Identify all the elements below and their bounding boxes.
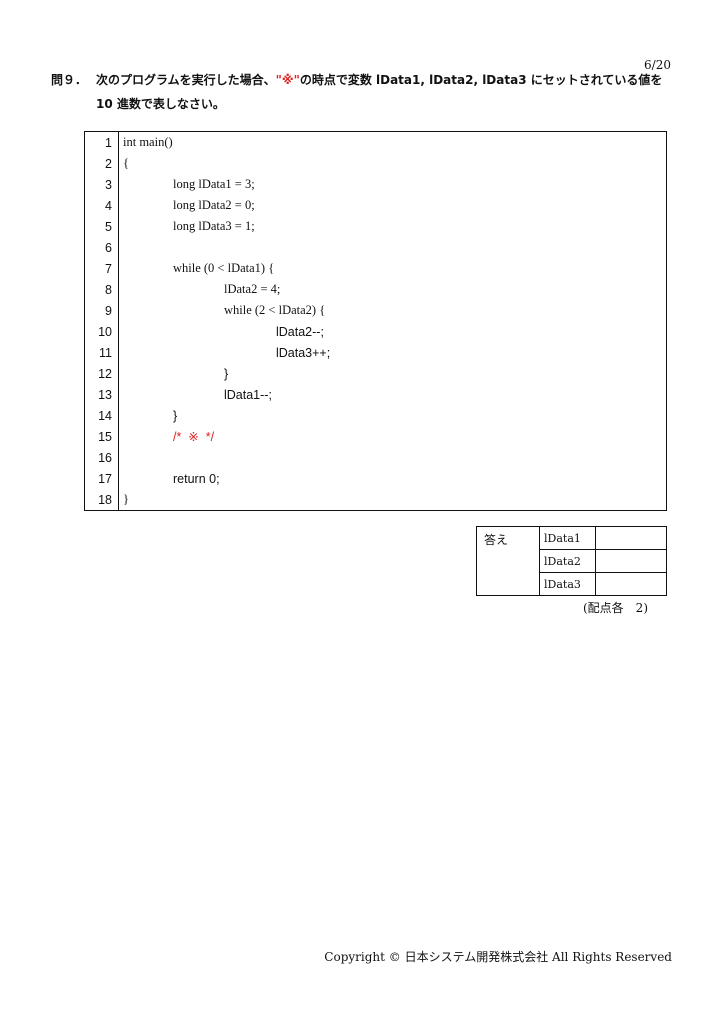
code-line: int main() — [118, 131, 667, 153]
code-row: 2{ — [84, 153, 667, 174]
line-number: 17 — [84, 468, 119, 489]
marker-comment: /* ※ */ — [118, 426, 667, 447]
question-number: 問９． — [51, 73, 88, 87]
code-line: lData2 = 4; — [118, 279, 667, 300]
line-number: 2 — [84, 153, 119, 174]
answer-var-label: lData3 — [539, 572, 596, 596]
code-line: while (0 < lData1) { — [118, 258, 667, 279]
code-line: } — [118, 489, 667, 511]
points-note: (配点各 2) — [583, 601, 648, 615]
code-row: 14} — [84, 405, 667, 426]
code-line — [118, 237, 667, 258]
code-line: lData1--; — [118, 384, 667, 405]
line-number: 5 — [84, 216, 119, 237]
line-number: 18 — [84, 489, 119, 511]
line-number: 6 — [84, 237, 119, 258]
answer-header: 答え — [476, 526, 540, 596]
line-number: 7 — [84, 258, 119, 279]
question-text-after: の時点で変数 lData1, lData2, lData3 にセットされている値… — [299, 73, 663, 87]
code-line: lData2--; — [118, 321, 667, 342]
line-number: 13 — [84, 384, 119, 405]
copyright: Copyright © 日本システム開発株式会社 All Rights Rese… — [324, 950, 672, 964]
answer-table: 答え lData1 lData2 lData3 — [476, 526, 667, 596]
line-number: 9 — [84, 300, 119, 321]
code-line: lData3++; — [118, 342, 667, 363]
code-row: 16 — [84, 447, 667, 468]
line-number: 10 — [84, 321, 119, 342]
line-number: 4 — [84, 195, 119, 216]
code-row: 15/* ※ */ — [84, 426, 667, 447]
code-line: long lData3 = 1; — [118, 216, 667, 237]
code-row: 6 — [84, 237, 667, 258]
question-marker: "※" — [275, 73, 300, 87]
line-number: 14 — [84, 405, 119, 426]
line-number: 8 — [84, 279, 119, 300]
code-line: long lData1 = 3; — [118, 174, 667, 195]
page-number: 6/20 — [644, 58, 671, 72]
line-number: 3 — [84, 174, 119, 195]
question-text: 次のプログラムを実行した場合、"※"の時点で変数 lData1, lData2,… — [96, 68, 681, 116]
code-row: 18} — [84, 489, 667, 511]
answer-field-ldata3[interactable] — [595, 572, 667, 596]
line-number: 16 — [84, 447, 119, 468]
answer-field-ldata2[interactable] — [595, 549, 667, 573]
code-line: while (2 < lData2) { — [118, 300, 667, 321]
code-line: { — [118, 153, 667, 174]
code-line: } — [118, 405, 667, 426]
code-line: } — [118, 363, 667, 384]
code-line: long lData2 = 0; — [118, 195, 667, 216]
line-number: 1 — [84, 131, 119, 153]
code-line — [118, 447, 667, 468]
answer-var-label: lData2 — [539, 549, 596, 573]
answer-var-label: lData1 — [539, 526, 596, 550]
code-line: return 0; — [118, 468, 667, 489]
line-number: 12 — [84, 363, 119, 384]
question-text-line2: 10 進数で表しなさい。 — [96, 97, 225, 111]
answer-field-ldata1[interactable] — [595, 526, 667, 550]
line-number: 11 — [84, 342, 119, 363]
line-number: 15 — [84, 426, 119, 447]
question-text-before: 次のプログラムを実行した場合、 — [96, 73, 276, 87]
code-row: 12} — [84, 363, 667, 384]
